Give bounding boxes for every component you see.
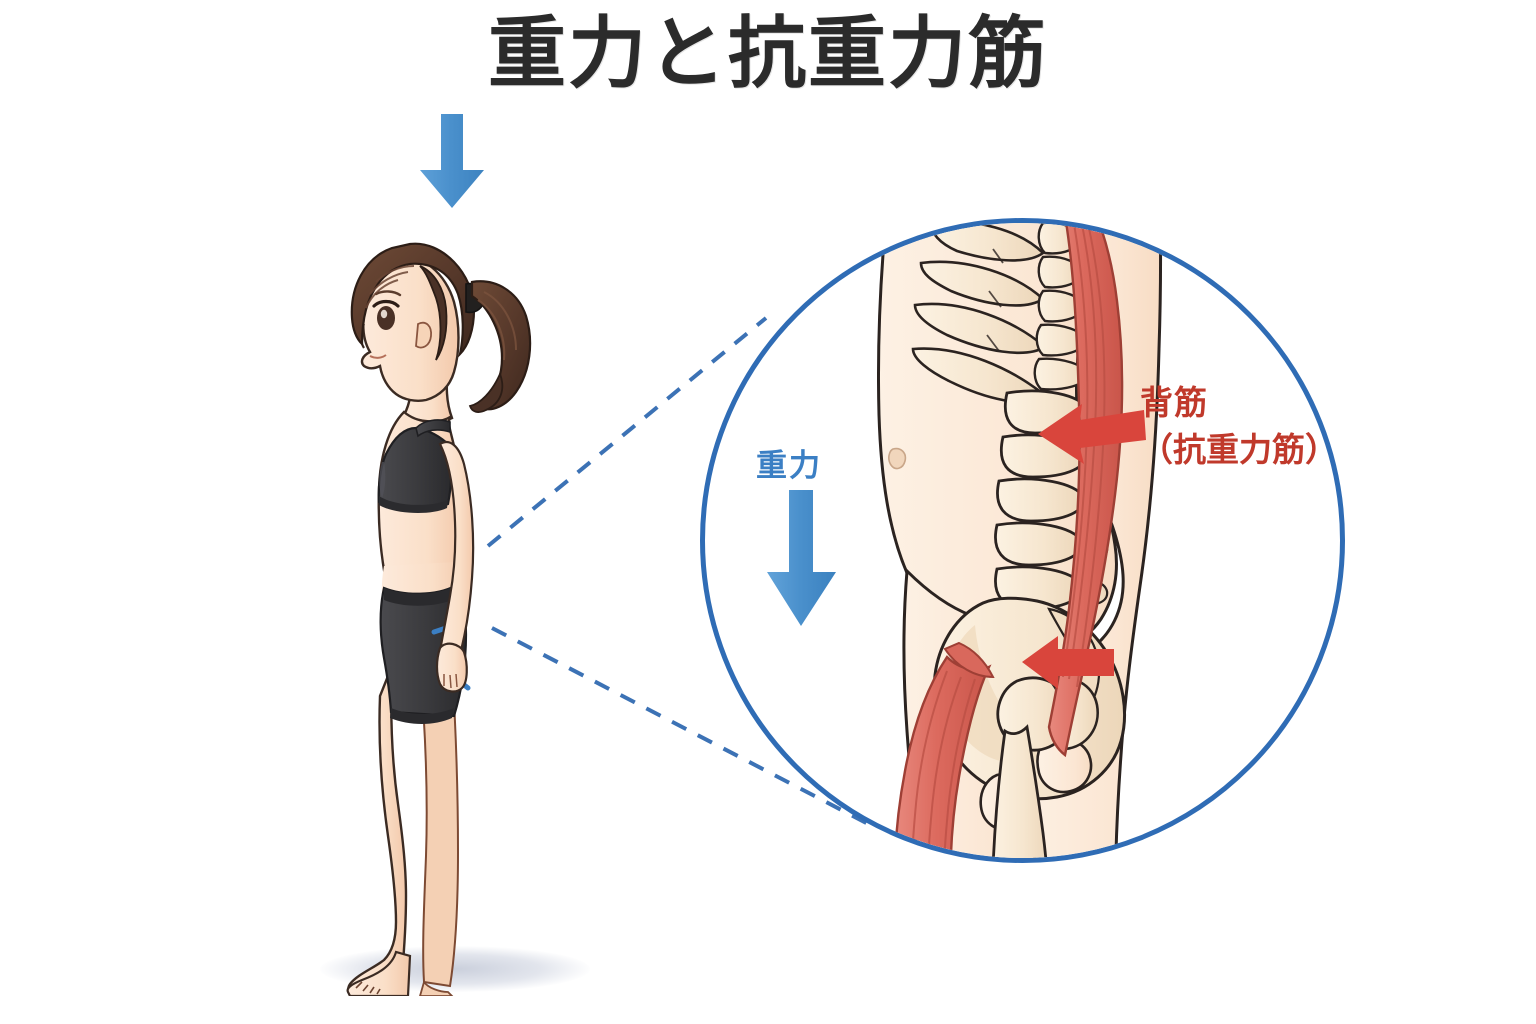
down-arrow-icon — [416, 114, 488, 208]
red-arrow-glute-muscle — [1022, 634, 1114, 692]
back-muscle-label-line1: 背筋 — [1140, 383, 1208, 422]
red-arrow-back-muscle — [1038, 396, 1146, 466]
page-title: 重力と抗重力筋 — [487, 9, 1048, 99]
back-muscle-label-line2: （抗重力筋） — [1140, 429, 1338, 469]
down-arrow-icon — [764, 490, 840, 626]
back-muscle-callout: 背筋 （抗重力筋） — [1140, 380, 1338, 474]
standing-woman-figure — [300, 196, 620, 998]
anatomy-illustration — [877, 223, 1162, 858]
gravity-label: 重力 — [756, 448, 822, 484]
